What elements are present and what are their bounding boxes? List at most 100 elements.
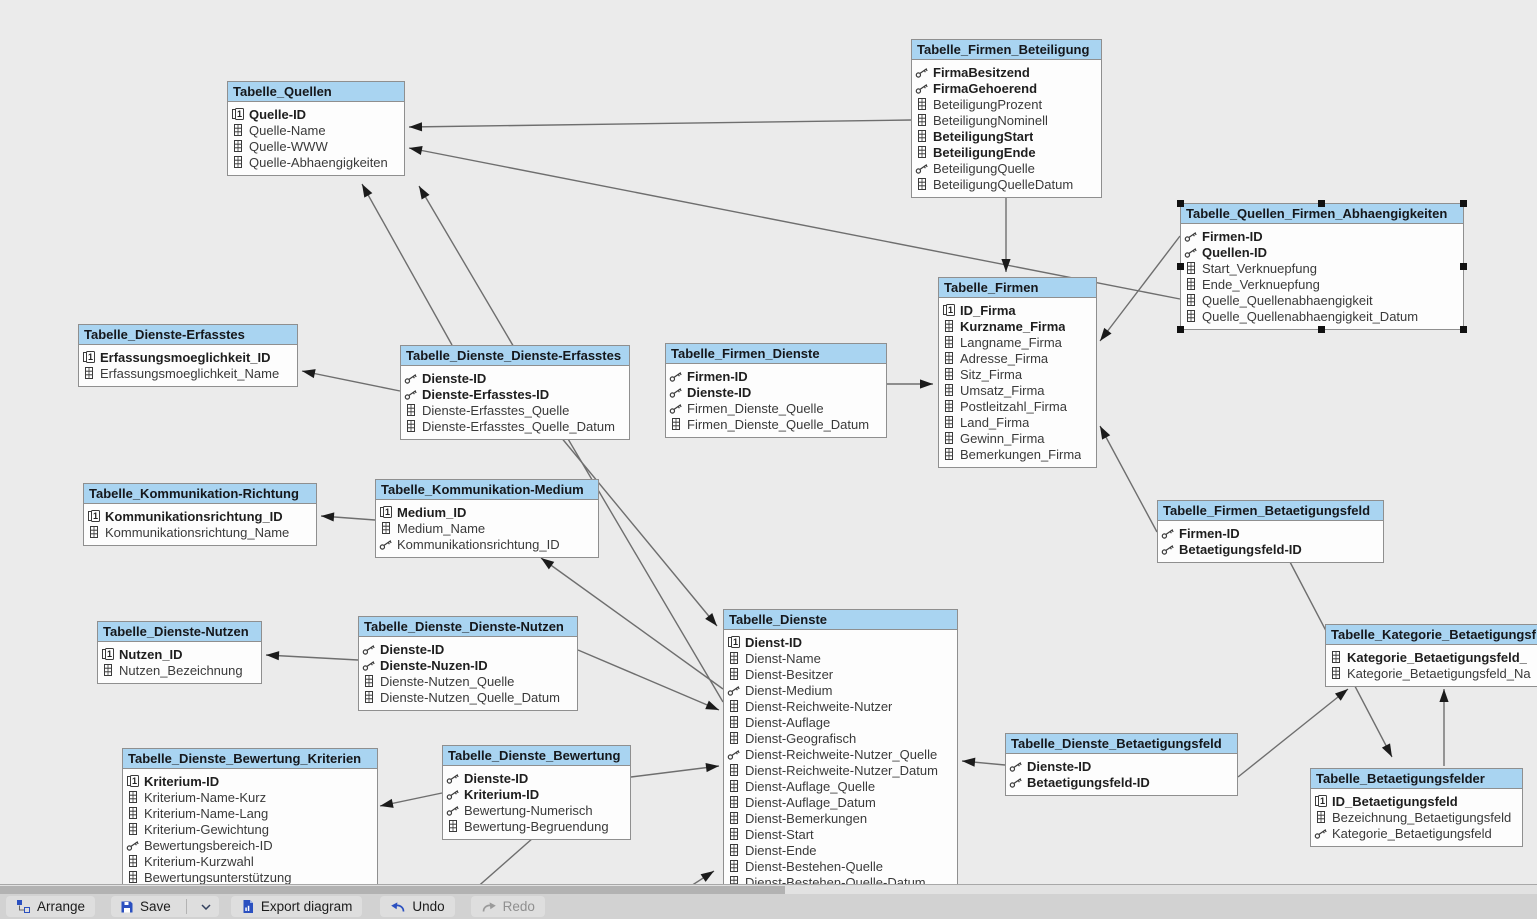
selection-handle-w[interactable]: [1177, 262, 1184, 270]
relation[interactable]: [1439, 689, 1449, 766]
table-field-row[interactable]: Bezeichnung_Betaetigungsfeld: [1314, 809, 1517, 825]
table-field-row[interactable]: BeteiligungProzent: [915, 96, 1096, 112]
table-field-row[interactable]: Firmen-ID: [1161, 525, 1378, 541]
table-field-row[interactable]: Dienst-Start: [727, 826, 952, 842]
table-field-row[interactable]: Bewertung-Numerisch: [446, 802, 625, 818]
table-title[interactable]: Tabelle_Firmen_Dienste: [666, 344, 886, 364]
table-title[interactable]: Tabelle_Dienste: [724, 610, 957, 630]
table-field-row[interactable]: Umsatz_Firma: [942, 382, 1091, 398]
relation[interactable]: [577, 649, 720, 711]
selection-handle-n[interactable]: [1318, 200, 1325, 207]
relation[interactable]: [1099, 235, 1181, 342]
table-field-row[interactable]: Kriterium-ID: [446, 786, 625, 802]
table-field-row[interactable]: Kriterium-Name-Kurz: [126, 789, 372, 805]
table-field-row[interactable]: Medium_Name: [379, 520, 593, 536]
table-field-row[interactable]: Dienst-Auflage: [727, 714, 952, 730]
table-field-row[interactable]: Gewinn_Firma: [942, 430, 1091, 446]
table-field-row[interactable]: Kriterium-Name-Lang: [126, 805, 372, 821]
relation[interactable]: [1237, 688, 1349, 778]
table-field-row[interactable]: Betaetigungsfeld-ID: [1009, 774, 1232, 790]
save-dropdown-button[interactable]: [193, 896, 219, 917]
table-field-row[interactable]: BeteiligungStart: [915, 128, 1096, 144]
table-title[interactable]: Tabelle_Dienste_Bewertung: [443, 746, 630, 766]
relation[interactable]: [887, 379, 933, 389]
table-title[interactable]: Tabelle_Firmen_Betaetigungsfeld: [1158, 501, 1383, 521]
table-field-row[interactable]: Dienste-Erfasstes_Quelle: [404, 402, 624, 418]
table-field-row[interactable]: Dienst-Bestehen-Quelle: [727, 858, 952, 874]
table-title[interactable]: Tabelle_Kommunikation-Richtung: [84, 484, 316, 504]
table-field-row[interactable]: BeteiligungEnde: [915, 144, 1096, 160]
table-field-row[interactable]: Firmen_Dienste_Quelle: [669, 400, 881, 416]
table-field-row[interactable]: FirmaGehoerend: [915, 80, 1096, 96]
table-field-row[interactable]: Dienst-Reichweite-Nutzer: [727, 698, 952, 714]
table-field-row[interactable]: Adresse_Firma: [942, 350, 1091, 366]
relation[interactable]: [1099, 425, 1158, 533]
selection-handle-nw[interactable]: [1177, 200, 1184, 207]
table-field-row[interactable]: Dienste-ID: [362, 641, 572, 657]
table-field-row[interactable]: BeteiligungQuelleDatum: [915, 176, 1096, 192]
table-title[interactable]: Tabelle_Quellen: [228, 82, 404, 102]
horizontal-scrollbar-thumb[interactable]: [0, 886, 785, 894]
relation[interactable]: [961, 757, 1006, 767]
table-field-row[interactable]: Dienste-Erfasstes_Quelle_Datum: [404, 418, 624, 434]
table-field-row[interactable]: Firmen_Dienste_Quelle_Datum: [669, 416, 881, 432]
table-field-row[interactable]: Kategorie_Betaetigungsfeld_: [1329, 649, 1537, 665]
relation[interactable]: [540, 557, 724, 690]
table-field-row[interactable]: Langname_Firma: [942, 334, 1091, 350]
table-field-row[interactable]: Firmen-ID: [1184, 228, 1458, 244]
table-field-row[interactable]: Kriterium-Kurzwahl: [126, 853, 372, 869]
table-field-row[interactable]: Start_Verknuepfung: [1184, 260, 1458, 276]
table-field-row[interactable]: Dienst-Medium: [727, 682, 952, 698]
table-field-row[interactable]: Quelle_Quellenabhaengigkeit: [1184, 292, 1458, 308]
table-field-row[interactable]: Quelle_Quellenabhaengigkeit_Datum: [1184, 308, 1458, 324]
table-field-row[interactable]: Dienst-Auflage_Quelle: [727, 778, 952, 794]
table-title[interactable]: Tabelle_Firmen_Beteiligung: [912, 40, 1101, 60]
export-diagram-button[interactable]: Export diagram: [230, 896, 363, 917]
table-field-row[interactable]: BeteiligungQuelle: [915, 160, 1096, 176]
table-field-row[interactable]: Dienste-ID: [446, 770, 625, 786]
table-field-row[interactable]: Dienste-ID: [1009, 758, 1232, 774]
relation[interactable]: [1001, 196, 1011, 272]
table-title[interactable]: Tabelle_Firmen: [939, 278, 1096, 298]
table-title[interactable]: Tabelle_Dienste-Nutzen: [98, 622, 261, 642]
table-field-row[interactable]: Quellen-ID: [1184, 244, 1458, 260]
undo-button[interactable]: Undo: [380, 896, 455, 917]
table-field-row[interactable]: Kriterium-Gewichtung: [126, 821, 372, 837]
table-field-row[interactable]: Kategorie_Betaetigungsfeld: [1314, 825, 1517, 841]
relation[interactable]: [630, 763, 720, 778]
arrange-button[interactable]: Arrange: [6, 896, 96, 917]
table-field-row[interactable]: Bemerkungen_Firma: [942, 446, 1091, 462]
table-field-row[interactable]: Sitz_Firma: [942, 366, 1091, 382]
relation[interactable]: [265, 651, 359, 661]
horizontal-scrollbar[interactable]: [0, 884, 1537, 894]
table-field-row[interactable]: Quelle-Abhaengigkeiten: [231, 154, 399, 170]
table-field-row[interactable]: Kategorie_Betaetigungsfeld_Na: [1329, 665, 1537, 681]
table-title[interactable]: Tabelle_Dienste_Bewertung_Kriterien: [123, 749, 377, 769]
table-field-row[interactable]: Postleitzahl_Firma: [942, 398, 1091, 414]
relation[interactable]: [379, 792, 443, 808]
table-field-row[interactable]: Dienst-Reichweite-Nutzer_Datum: [727, 762, 952, 778]
table-field-row[interactable]: Kurzname_Firma: [942, 318, 1091, 334]
selection-handle-sw[interactable]: [1177, 326, 1184, 333]
table-field-row[interactable]: FirmaBesitzend: [915, 64, 1096, 80]
table-field-row[interactable]: Dienst-Ende: [727, 842, 952, 858]
table-title[interactable]: Tabelle_Kommunikation-Medium: [376, 480, 598, 500]
table-field-row[interactable]: Dienst-Reichweite-Nutzer_Quelle: [727, 746, 952, 762]
